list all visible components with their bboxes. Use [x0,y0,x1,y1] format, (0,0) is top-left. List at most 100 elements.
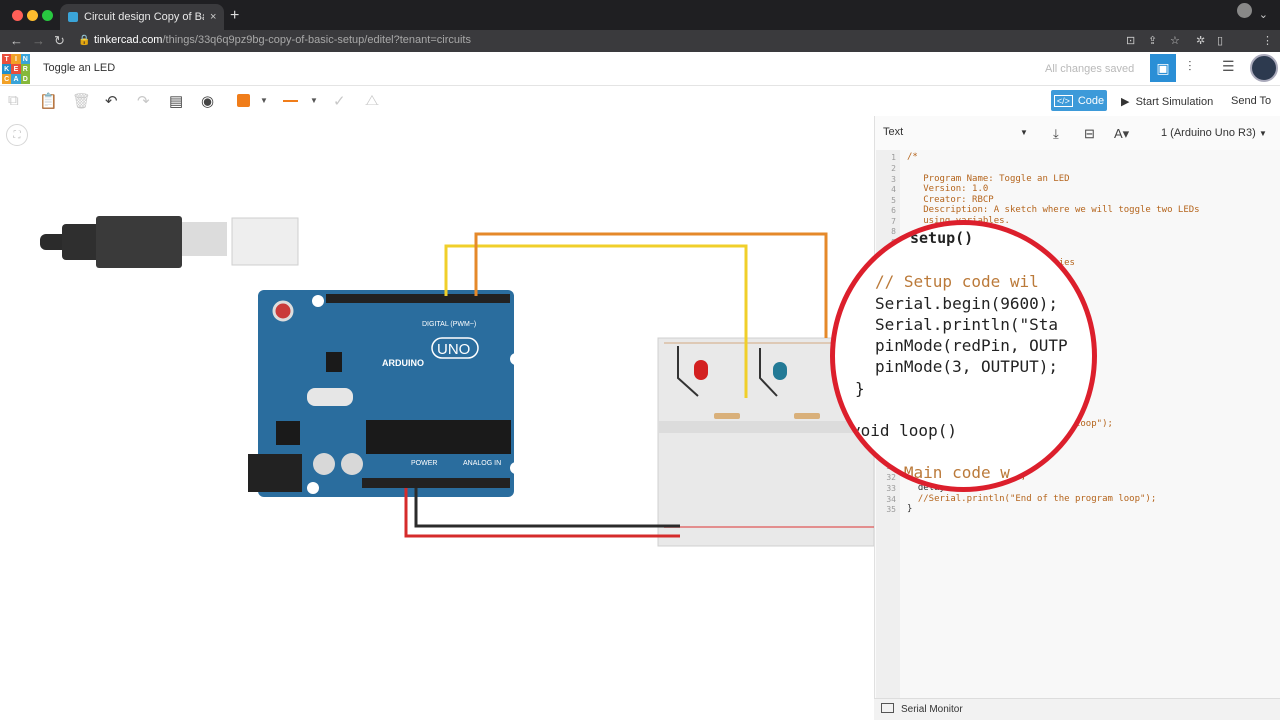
color-picker-swatch[interactable] [237,94,250,107]
schematic-view-icon[interactable]: ⫶ [1188,58,1192,74]
url-field[interactable]: tinkercad.com/things/33q6q9pz9bg-copy-of… [94,34,471,46]
board-model: UNO [437,341,470,358]
blue-led[interactable] [773,362,787,380]
paste-icon[interactable]: 📋 [39,93,58,110]
mag-line-main-comment: // Main code w [875,463,1010,482]
save-status: All changes saved [1045,63,1135,75]
font-size-icon[interactable]: A▾ [1114,126,1130,141]
address-bar-area: ← → ↻ 🔒 tinkercad.com/things/33q6q9pz9bg… [0,30,1280,52]
copy-icon[interactable]: ⧉ [8,92,19,109]
delete-icon[interactable]: 🗑 [72,93,92,110]
line-number: 8 [891,227,896,236]
code-line[interactable]: } [907,504,913,514]
code-mode-select[interactable]: Text [883,126,904,138]
code-line[interactable]: Creator: RBCP [907,195,994,205]
code-button[interactable]: </> Code [1051,90,1107,111]
device-select[interactable]: 1 (Arduino Uno R3) [1161,127,1256,139]
mag-line-loop: void loop() [851,421,957,440]
share-icon[interactable]: ⇪ [1148,35,1158,47]
redo-icon[interactable]: ↷ [137,93,150,110]
wire-dropdown-chevron-icon[interactable]: ▼ [310,96,318,105]
code-line[interactable]: Description: A sketch where we will togg… [907,205,1200,215]
lock-icon: 🔒 [78,35,91,46]
zoom-to-fit-icon[interactable]: ⛶ [6,124,28,146]
red-led[interactable] [694,360,708,380]
board-name: ARDUINO [382,358,424,368]
wires[interactable] [404,232,828,538]
logo-letter: N [20,54,30,64]
serial-monitor-label[interactable]: Serial Monitor [901,704,963,715]
reload-icon[interactable]: ↻ [54,33,65,48]
start-simulation-button[interactable]: ▶ Start Simulation [1121,96,1214,108]
component-list-icon[interactable]: ☰ [1222,58,1235,74]
code-line[interactable]: //Serial.println("End of the program loo… [907,494,1157,504]
url-host: tinkercad.com [94,34,163,46]
color-dropdown-chevron-icon[interactable]: ▼ [260,96,268,105]
arduino-board[interactable]: DIGITAL (PWM~) ARDUINO UNO POWER ANALOG … [248,290,522,497]
code-button-label: Code [1077,94,1105,107]
line-number: 1 [891,153,896,162]
start-simulation-label: Start Simulation [1135,96,1214,108]
tinkercad-favicon-icon [68,12,78,22]
extensions-puzzle-icon[interactable]: ✲ [1196,35,1206,47]
serial-monitor-icon [881,703,894,713]
line-number: 5 [891,196,896,205]
send-to-button[interactable]: Send To [1231,95,1272,107]
sidebar-panel-icon[interactable]: ▯ [1217,35,1224,47]
line-number: 4 [891,185,896,194]
line-number: 35 [886,505,896,514]
back-arrow-icon[interactable]: ← [10,33,23,48]
forward-arrow-icon[interactable]: → [32,33,45,48]
serial-monitor-bar[interactable] [874,698,1280,720]
line-number: 2 [891,164,896,173]
new-tab-button[interactable]: + [230,7,240,24]
mag-line-serial-println: Serial.println("Sta [875,315,1059,334]
line-number: 34 [886,495,896,504]
device-dropdown-chevron-icon[interactable]: ▼ [1259,129,1267,138]
resistor-2[interactable] [794,413,820,419]
code-icon: </> [1053,94,1073,107]
code-line[interactable]: Version: 1.0 [907,184,989,194]
notes-visibility-icon[interactable]: ◉ [201,93,215,110]
design-title[interactable]: Toggle an LED [43,62,116,74]
browser-menu-icon[interactable]: ⋮ [1262,35,1273,47]
magnifier-circle: setup() // Setup code wil Serial.begin(9… [830,220,1097,492]
close-window-icon[interactable] [12,10,23,21]
mag-line-pinmode-red: pinMode(redPin, OUTP [875,336,1068,355]
code-line[interactable]: /* [907,152,918,162]
flip-icon[interactable]: ⧍ [365,92,379,109]
usb-cable[interactable] [40,216,299,268]
download-code-icon[interactable]: ⤓ [1053,126,1059,141]
notes-icon[interactable]: ▤ [169,93,184,110]
code-line[interactable]: Program Name: Toggle an LED [907,174,1070,184]
minimize-window-icon[interactable] [27,10,38,21]
user-avatar[interactable] [1250,54,1278,82]
app-header [0,52,1280,86]
logo-letter: R [20,64,30,74]
upload-icon[interactable]: ⊟ [1084,126,1095,141]
mag-line-comment: // Setup code wil [875,272,1039,291]
resistor-1[interactable] [714,413,740,419]
mode-dropdown-chevron-icon[interactable]: ▼ [1020,128,1028,137]
circuit-view-icon[interactable]: ▣ [1150,54,1176,82]
tab-close-icon[interactable]: × [210,11,217,23]
mag-line-brace: } [855,379,865,398]
tab-menu-chevron-icon[interactable]: ⌄ [1258,9,1268,21]
maximize-window-icon[interactable] [42,10,53,21]
line-number: 3 [891,175,896,184]
line-number: 6 [891,206,896,215]
wire-type-icon[interactable] [283,100,298,102]
browser-tab[interactable]: Circuit design Copy of Basic Setup × [60,4,224,30]
undo-icon[interactable]: ↶ [105,93,118,110]
line-number: 7 [891,217,896,226]
browser-profile-avatar[interactable] [1237,3,1252,18]
logo-letter: K [2,64,12,74]
url-path: /things/33q6q9pz9bg-copy-of-basic-setup/… [162,34,471,46]
rotate-icon[interactable]: ✓ [333,93,346,110]
bookmark-star-icon[interactable]: ☆ [1170,35,1180,47]
line-number: 32 [886,473,896,482]
logo-letter: E [11,64,21,74]
analog-label: ANALOG IN [463,460,501,467]
install-app-icon[interactable]: ⊡ [1126,35,1136,47]
